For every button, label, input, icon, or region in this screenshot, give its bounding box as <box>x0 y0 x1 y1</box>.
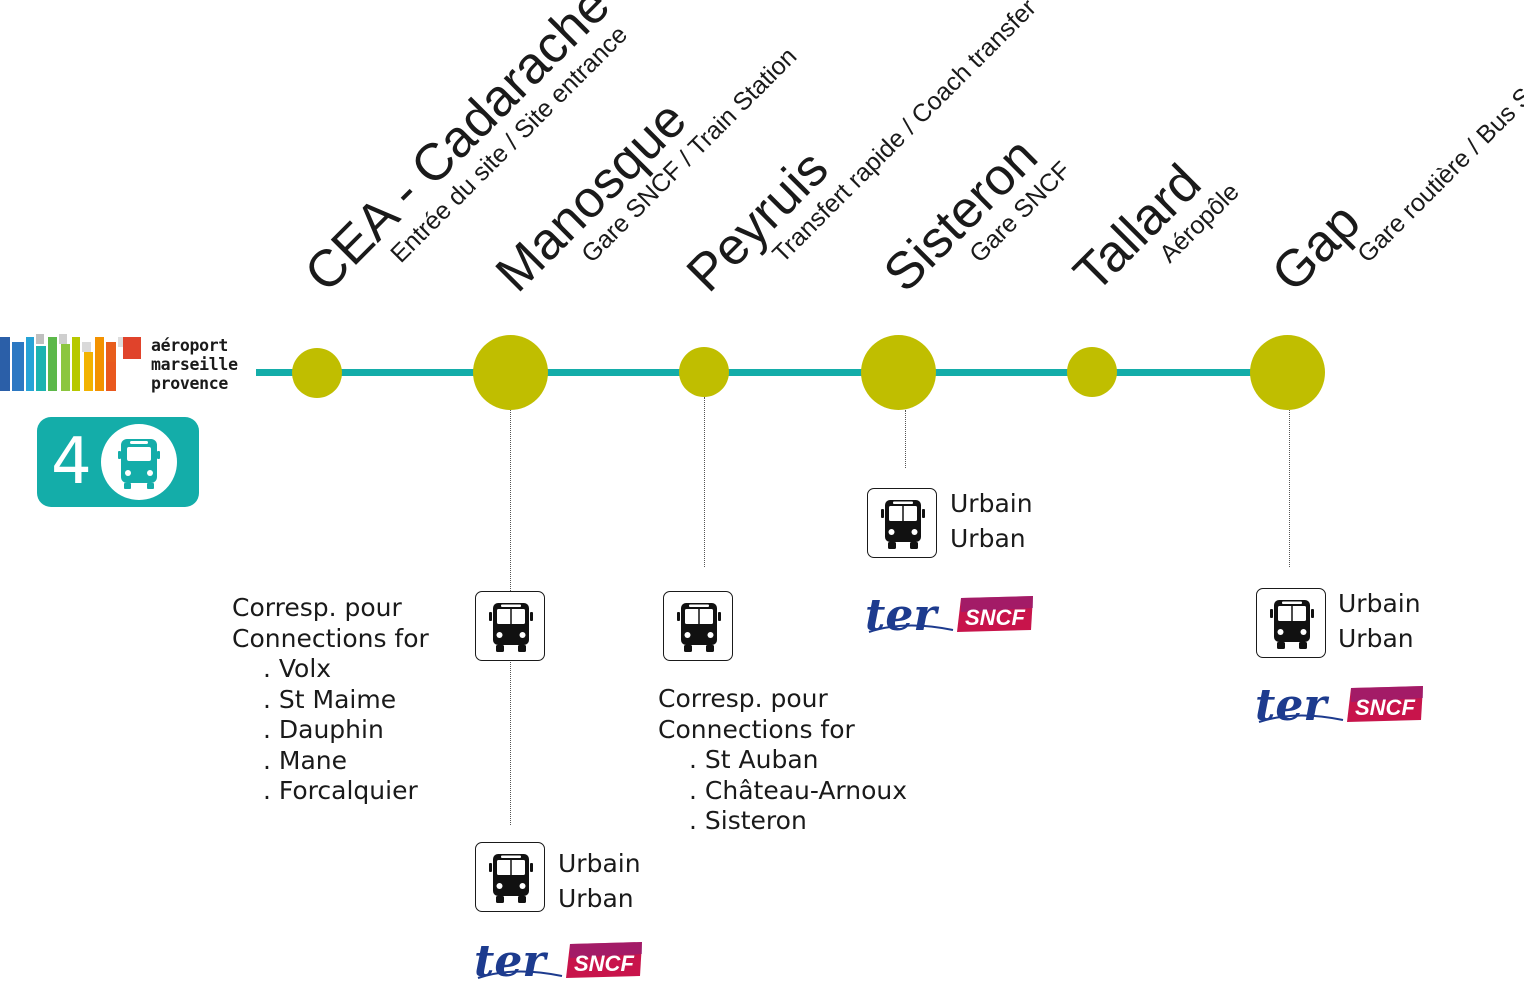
logo-line: marseille <box>151 355 238 374</box>
airport-logo: aéroport marseille provence <box>0 334 245 398</box>
connection-destination: . Forcalquier <box>263 776 418 805</box>
bus-icon-box-gap-urban <box>1256 588 1326 658</box>
connection-destination: . Dauphin <box>263 715 384 744</box>
connections-heading-fr: Corresp. pour <box>232 593 402 622</box>
route-number: 4 <box>51 425 92 499</box>
connection-destination: . Volx <box>263 654 332 683</box>
ter-sncf-logo: ter SNCF <box>474 936 642 984</box>
bus-icon <box>881 500 925 549</box>
bus-icon-box-peyruis-coach <box>663 591 733 661</box>
sncf-logo: SNCF <box>1355 695 1415 720</box>
connection-destination: . St Auban <box>689 745 819 774</box>
stop-dot-peyruis[interactable] <box>679 347 729 397</box>
connector-gap <box>1289 410 1290 567</box>
airport-logo-mark <box>0 334 141 391</box>
stop-dot-manosque[interactable] <box>473 335 548 410</box>
connection-destination: . St Maime <box>263 684 397 714</box>
bus-icon <box>677 603 721 652</box>
urbain-label: Urbain <box>1338 589 1421 618</box>
stop-dot-sisteron[interactable] <box>861 335 936 410</box>
bus-icon <box>1270 600 1314 649</box>
connections-manosque: Corresp. pour Connections for . Volx . S… <box>232 593 429 807</box>
bus-icon-box-manosque-urban <box>475 842 545 912</box>
logo-line: aéroport <box>151 336 229 355</box>
bus-icon <box>101 424 177 500</box>
connections-heading-en: Connections for <box>232 623 429 653</box>
bus-icon-box-manosque-coach <box>475 591 545 661</box>
stop-subtitle: Gare routière / Bus Station <box>1352 39 1524 269</box>
sncf-logo: SNCF <box>965 605 1025 630</box>
stop-dot-tallard[interactable] <box>1067 347 1117 397</box>
stop-dot-cea-cadarache[interactable] <box>292 348 342 398</box>
ter-sncf-logo: ter SNCF <box>865 590 1033 638</box>
urban-service-gap: Urbain Urban <box>1338 586 1421 656</box>
bus-icon <box>489 603 533 652</box>
sncf-logo: SNCF <box>574 951 634 976</box>
urban-label: Urban <box>1338 624 1414 653</box>
connector-peyruis <box>704 397 705 567</box>
bus-icon-box-sisteron-urban <box>867 488 937 558</box>
connector-sisteron <box>905 410 906 468</box>
logo-line: provence <box>151 374 229 393</box>
connection-destination: . Château-Arnoux <box>689 775 908 805</box>
connections-peyruis: Corresp. pour Connections for . St Auban… <box>658 684 907 837</box>
route-line <box>256 369 1292 376</box>
bus-icon <box>489 854 533 903</box>
connections-heading-fr: Corresp. pour <box>658 684 828 713</box>
connection-destination: . Sisteron <box>689 806 807 835</box>
urban-label: Urban <box>558 884 634 913</box>
connection-destination: . Mane <box>263 745 348 775</box>
ter-sncf-logo: ter SNCF <box>1255 680 1423 728</box>
urban-service-manosque: Urbain Urban <box>558 846 641 916</box>
urban-service-sisteron: Urbain Urban <box>950 486 1033 556</box>
route-badge: 4 <box>37 417 199 507</box>
urbain-label: Urbain <box>950 489 1033 518</box>
connections-heading-en: Connections for <box>658 714 855 744</box>
stop-dot-gap[interactable] <box>1250 335 1325 410</box>
urban-label: Urban <box>950 524 1026 553</box>
airport-logo-text: aéroport marseille provence <box>151 336 238 393</box>
urbain-label: Urbain <box>558 849 641 878</box>
